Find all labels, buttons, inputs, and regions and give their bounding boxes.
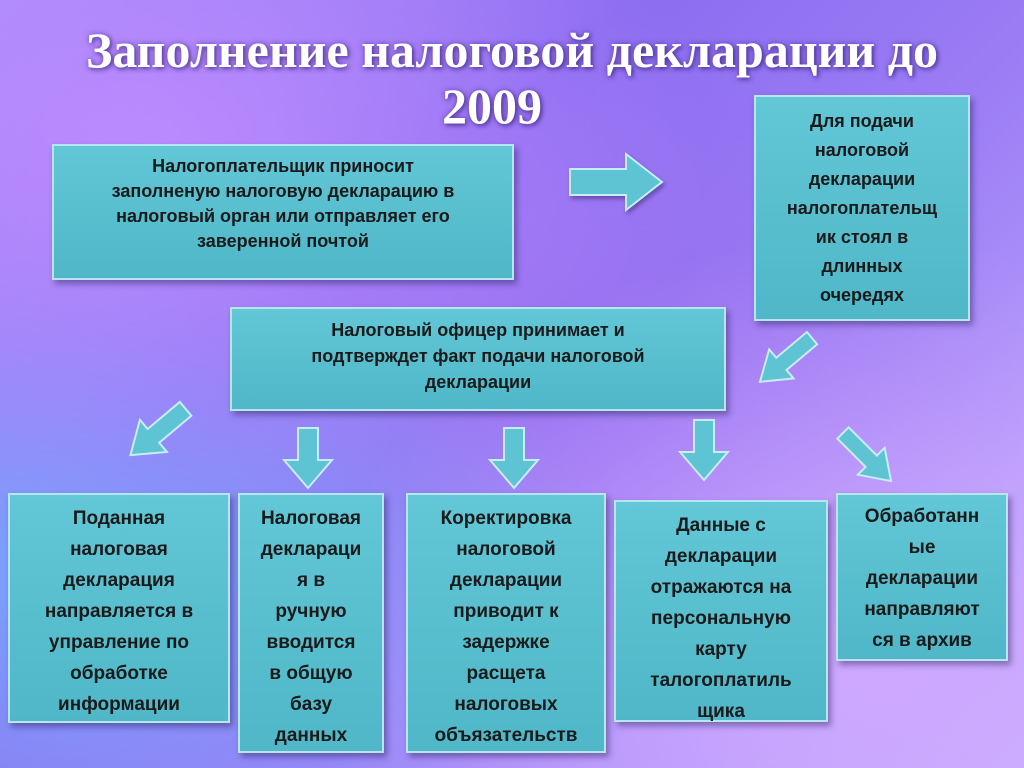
box-text-line: налогоплательщ	[786, 197, 938, 218]
box-sent-to-processing: Поданная налоговая декларация направляет…	[8, 493, 230, 723]
box-text-line: карту	[695, 639, 747, 660]
box-text-line: заверенной почтой	[197, 231, 369, 251]
box-text-line: ручную	[275, 601, 347, 622]
box-text-line: приводит к	[453, 601, 559, 622]
arrow-right-icon	[569, 151, 664, 213]
box-text-line: Налоговая	[260, 508, 362, 529]
box-tax-officer-accepts: Налоговый офицер принимает и подтверждет…	[230, 307, 726, 411]
title-line-2: 2009	[442, 78, 542, 134]
box-text-line: подтверждет факт подачи налоговой	[311, 346, 645, 366]
box-text-line: налоговой	[814, 139, 910, 160]
arrow-down-icon	[487, 427, 541, 490]
box-text-line: талогоплатиль	[650, 670, 792, 691]
box-text-line: декларации	[664, 546, 778, 567]
title-line-1: Заполнение налоговой декларации до	[85, 22, 939, 78]
arrow-down-left-icon	[758, 330, 819, 383]
box-taxpayer-submits: Налогоплательщик приносит заполненую нал…	[52, 144, 514, 280]
box-personal-card: Данные с декларации отражаются на персон…	[614, 500, 828, 722]
box-text-line: Для подачи	[810, 110, 914, 131]
box-text-line: данных	[274, 725, 348, 746]
box-text-line: я в	[296, 570, 326, 591]
box-text-line: декларация	[63, 570, 175, 591]
box-text-line: декларации	[865, 568, 979, 589]
box-manual-entry: Налоговая деклараци я в ручную вводится …	[238, 493, 384, 753]
box-text-line: длинных	[821, 255, 903, 276]
box-text-line: щика	[697, 701, 745, 722]
box-text-line: декларации	[424, 372, 532, 392]
box-text-line: Поданная	[72, 508, 166, 529]
box-text-line: Налогоплательщик приносит	[152, 156, 414, 176]
arrow-down-left-icon	[129, 400, 193, 457]
box-text-line: Налоговый офицер принимает и	[331, 320, 625, 340]
arrow-down-icon	[677, 419, 731, 482]
box-text-line: ик стоял в	[815, 226, 909, 247]
box-text-line: Обработанн	[864, 506, 980, 527]
box-text-line: Данные с	[676, 515, 766, 536]
box-text-line: информации	[58, 694, 180, 715]
box-text-line: в общую	[269, 663, 353, 684]
arrow-down-icon	[281, 427, 335, 490]
box-text-line: очередях	[820, 284, 904, 305]
box-text-line: вводится	[266, 632, 356, 653]
box-text-line: налоговый орган или отправляет его	[116, 206, 450, 226]
box-text-line: налоговой	[456, 539, 556, 560]
box-text-line: задержке	[462, 632, 550, 653]
box-text-line: заполненую налоговую декларацию в	[111, 181, 455, 201]
box-text-line: направляется в	[44, 601, 194, 622]
box-text-line: ся в архив	[872, 630, 972, 651]
box-text-line: ые	[908, 537, 936, 558]
box-correction-delay: Коректировка налоговой декларации привод…	[406, 493, 606, 753]
box-text-line: обработке	[70, 663, 168, 684]
box-long-queues: Для подачи налоговой декларации налогопл…	[754, 95, 970, 321]
box-archive: Обработанн ые декларации направляют ся в…	[836, 493, 1008, 661]
box-text-line: направляют	[864, 599, 980, 620]
box-text-line: персональную	[651, 608, 791, 629]
box-text-line: декларации	[449, 570, 563, 591]
arrow-down-right-icon	[835, 425, 893, 483]
page-title: Заполнение налоговой декларации до 2009	[0, 22, 1024, 134]
box-text-line: декларации	[808, 168, 916, 189]
box-text-line: Коректировка	[440, 508, 572, 529]
box-text-line: деклараци	[260, 539, 362, 560]
box-text-line: расщета	[466, 663, 546, 684]
box-text-line: налоговых	[454, 694, 558, 715]
box-text-line: базу	[289, 694, 333, 715]
box-text-line: управление по	[48, 632, 190, 653]
box-text-line: объязательств	[434, 725, 578, 746]
box-text-line: отражаются на	[650, 577, 792, 598]
box-text-line: налоговая	[70, 539, 168, 560]
